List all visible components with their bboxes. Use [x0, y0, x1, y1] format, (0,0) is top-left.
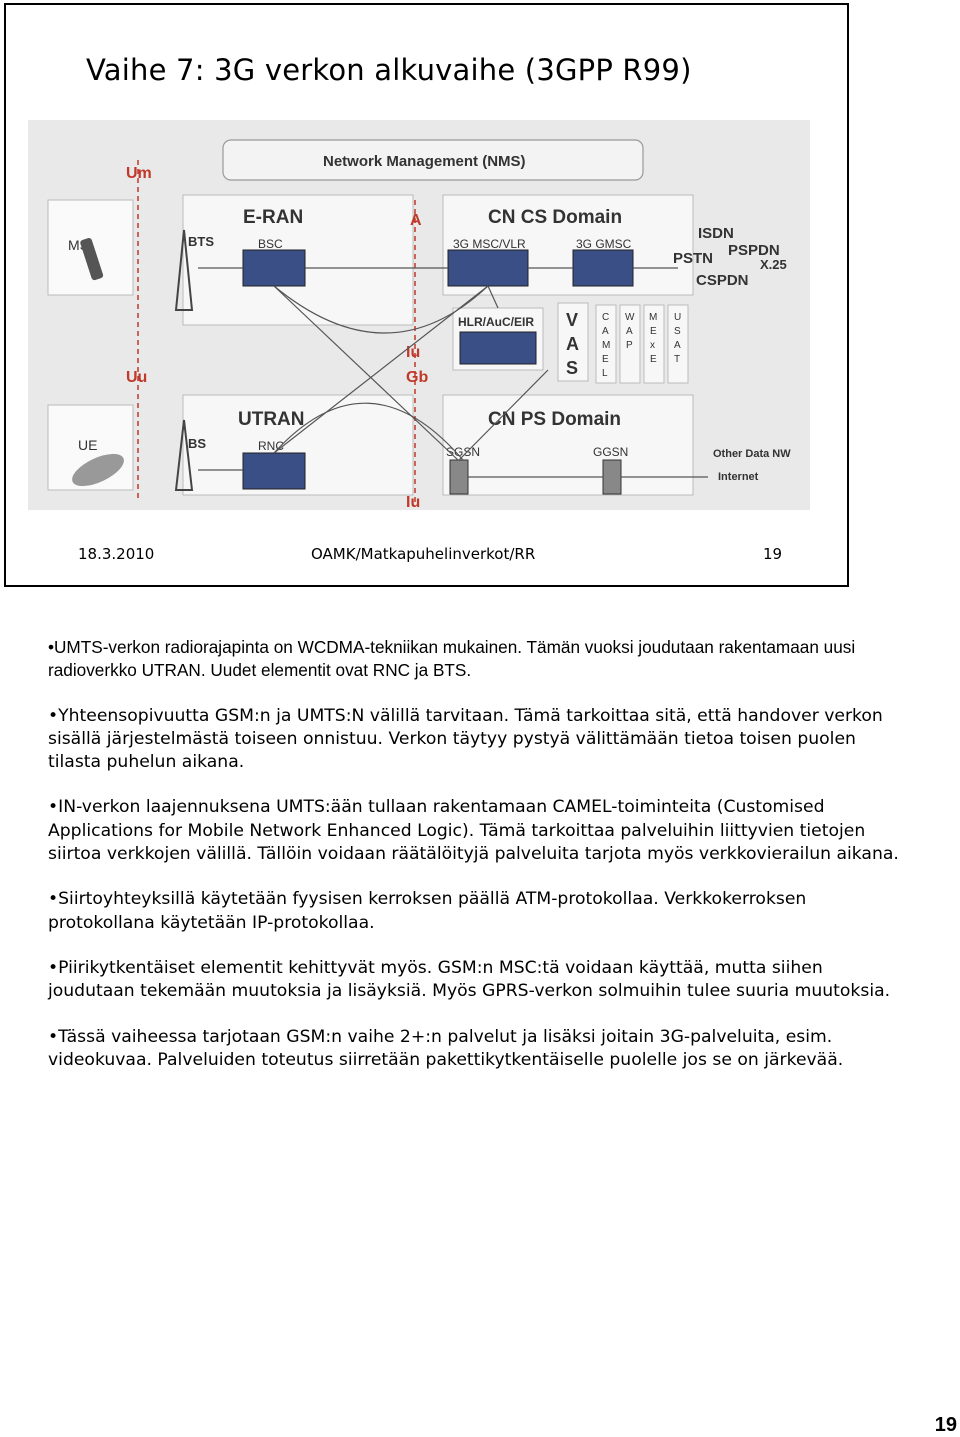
- nms-label: Network Management (NMS): [323, 153, 526, 170]
- svc-mexe-e2: E: [650, 354, 657, 365]
- svc-mexe-e: E: [650, 326, 657, 337]
- svc-mexe-x: x: [650, 340, 655, 351]
- svc-usat-u: U: [674, 312, 681, 323]
- gb-label: Gb: [406, 369, 428, 386]
- eran-title: E-RAN: [243, 207, 303, 228]
- note-paragraph: •IN-verkon laajennuksena UMTS:ään tullaa…: [48, 796, 908, 866]
- a-label: A: [410, 212, 422, 229]
- msc-label: 3G MSC/VLR: [453, 237, 526, 251]
- ext-other: Other Data NW: [713, 448, 791, 460]
- vas-a: A: [566, 334, 579, 354]
- uu-label: Uu: [126, 369, 147, 386]
- svc-mexe-m: M: [649, 312, 657, 323]
- slide-title: Vaihe 7: 3G verkon alkuvaihe (3GPP R99): [86, 53, 692, 87]
- ext-cspdn: CSPDN: [696, 272, 749, 289]
- svc-wap-p: P: [626, 340, 633, 351]
- note-paragraph: •Piirikytkentäiset elementit kehittyvät …: [48, 957, 908, 1004]
- notes-text: •UMTS-verkon radiorajapinta on WCDMA-tek…: [48, 636, 908, 1094]
- note-paragraph: •Siirtoyhteyksillä käytetään fyysisen ke…: [48, 888, 908, 935]
- vas-s: S: [566, 358, 578, 378]
- slide-course: OAMK/Matkapuhelinverkot/RR: [311, 545, 535, 563]
- svc-camel-a: A: [602, 326, 609, 337]
- note-paragraph: •UMTS-verkon radiorajapinta on WCDMA-tek…: [48, 636, 908, 683]
- ext-pstn: PSTN: [673, 250, 713, 267]
- utran-title: UTRAN: [238, 409, 305, 430]
- svc-usat-s: S: [674, 326, 681, 337]
- network-diagram: Network Management (NMS) Um Uu A Iu Gb I…: [28, 120, 810, 510]
- slide-number: 19: [763, 545, 782, 563]
- svc-usat-t: T: [674, 354, 680, 365]
- svc-camel-m: M: [602, 340, 610, 351]
- page-number: 19: [935, 1414, 957, 1437]
- bsc-label: BSC: [258, 237, 283, 251]
- svc-usat-a: A: [674, 340, 681, 351]
- ext-x25: X.25: [760, 257, 787, 272]
- ext-isdn: ISDN: [698, 225, 734, 242]
- svc-wap-w: W: [625, 312, 635, 323]
- hlr-label: HLR/AuC/EIR: [458, 315, 534, 329]
- ext-internet: Internet: [718, 471, 759, 483]
- bs-label: BS: [188, 436, 206, 451]
- ue-label: UE: [78, 437, 97, 453]
- iu-label-top: Iu: [406, 344, 420, 361]
- ggsn-label: GGSN: [593, 445, 628, 459]
- vas-v: V: [566, 310, 578, 330]
- cn-ps-title: CN PS Domain: [488, 409, 621, 430]
- gmsc-label: 3G GMSC: [576, 237, 632, 251]
- slide-frame: Vaihe 7: 3G verkon alkuvaihe (3GPP R99) …: [4, 3, 849, 587]
- um-label: Um: [126, 165, 152, 182]
- slide-date: 18.3.2010: [78, 545, 154, 563]
- svc-camel-c: C: [602, 312, 609, 323]
- svc-wap-a: A: [626, 326, 633, 337]
- svc-camel-l: L: [602, 368, 608, 379]
- svc-camel-e: E: [602, 354, 609, 365]
- bts-label: BTS: [188, 234, 214, 249]
- note-paragraph: •Tässä vaiheessa tarjotaan GSM:n vaihe 2…: [48, 1026, 908, 1073]
- cn-cs-title: CN CS Domain: [488, 207, 622, 228]
- iu-label-bottom: Iu: [406, 494, 420, 510]
- note-paragraph: •Yhteensopivuutta GSM:n ja UMTS:N välill…: [48, 705, 908, 775]
